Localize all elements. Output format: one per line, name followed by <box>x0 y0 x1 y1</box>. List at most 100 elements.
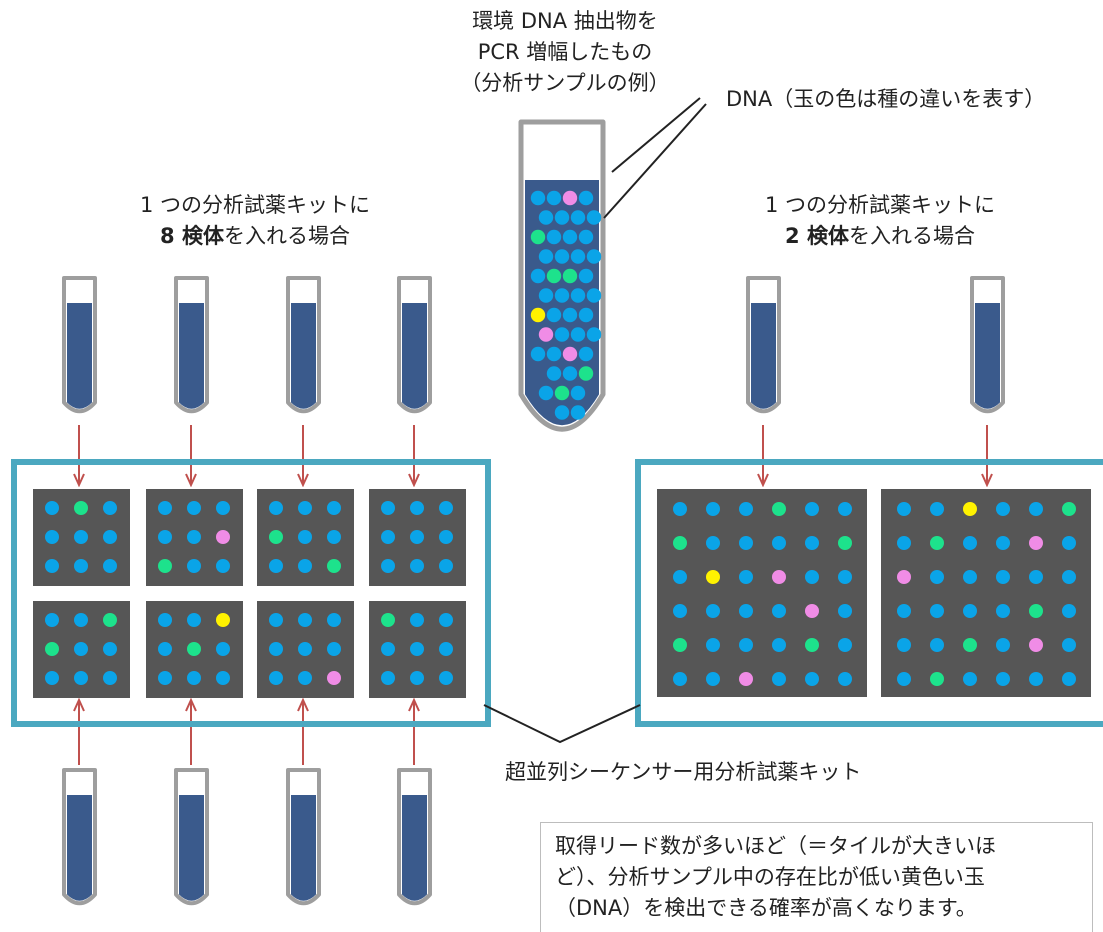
dna-dot <box>538 327 554 342</box>
dna-dot <box>772 638 786 652</box>
tile-left-2 <box>146 489 243 586</box>
tube-outline <box>746 276 781 414</box>
dna-dot <box>739 502 753 516</box>
dna-dot <box>897 638 911 652</box>
dna-dot <box>673 570 687 584</box>
note-line3: （DNA）を検出できる確率が高くなります。 <box>555 896 977 920</box>
dna-dot <box>772 502 786 516</box>
left-caption-line2: 8 検体を入れる場合 <box>95 221 415 252</box>
dna-dot <box>838 672 852 686</box>
dna-dot <box>578 268 594 284</box>
dna-dot <box>103 642 117 656</box>
left-caption-bold: 8 検体 <box>160 224 224 248</box>
dna-dot <box>554 288 570 303</box>
dna-dot <box>554 210 570 225</box>
dna-dot <box>739 604 753 618</box>
sample-tube-outline <box>518 119 606 432</box>
dna-dot <box>706 570 720 584</box>
tile-bg <box>881 489 1091 697</box>
dna-dot <box>930 502 944 516</box>
dna-dot <box>187 501 201 515</box>
dna-dot <box>1029 536 1043 550</box>
dna-dot <box>410 642 424 656</box>
tile-left-4 <box>369 489 466 586</box>
dna-dot <box>897 672 911 686</box>
dna-dot <box>439 501 453 515</box>
dna-dot <box>739 570 753 584</box>
dna-dot <box>187 613 201 627</box>
dna-dot <box>298 671 312 685</box>
note-line1: 取得リード数が多いほど（＝タイルが大きいほ <box>555 834 996 858</box>
dna-dot <box>562 190 578 206</box>
dna-dot <box>538 385 554 401</box>
dna-dot <box>578 366 594 381</box>
kit-label-connector <box>483 704 641 744</box>
dna-dot <box>269 559 283 573</box>
dna-dot <box>158 613 172 627</box>
tile-left-3 <box>257 489 354 586</box>
dna-dot <box>805 604 819 618</box>
dna-dot <box>538 249 554 264</box>
dna-dot <box>963 570 977 584</box>
dna-dot <box>269 613 283 627</box>
dna-dot <box>554 385 570 401</box>
dna-dot <box>996 672 1010 686</box>
dna-dot <box>578 307 594 323</box>
dna-dot <box>739 536 753 550</box>
dna-dot <box>772 604 786 618</box>
dna-dot <box>838 604 852 618</box>
dna-dot <box>930 672 944 686</box>
dna-dot <box>963 502 977 516</box>
dna-dot <box>45 559 59 573</box>
tile-right-1 <box>657 489 867 697</box>
dna-dot <box>439 642 453 656</box>
left-caption-line1: 1 つの分析試薬キットに <box>139 193 371 217</box>
tube-outline <box>286 768 321 906</box>
dna-dot <box>74 501 88 515</box>
dna-dot <box>103 613 117 627</box>
note-text: 取得リード数が多いほど（＝タイルが大きいほど）、分析サンプル中の存在比が低い黄色… <box>541 823 1092 924</box>
dna-dot <box>673 604 687 618</box>
dna-dot <box>570 210 586 225</box>
dna-dot <box>963 672 977 686</box>
dna-dot <box>103 530 117 544</box>
tube-liquid <box>402 303 427 409</box>
dna-dot <box>298 642 312 656</box>
dna-dot <box>838 638 852 652</box>
tile-right-2 <box>881 489 1091 697</box>
dna-dot <box>410 530 424 544</box>
dna-dot <box>1062 502 1076 516</box>
tile-bg <box>657 489 867 697</box>
dna-dot <box>158 530 172 544</box>
dna-dot <box>706 638 720 652</box>
dna-dot <box>1029 604 1043 618</box>
tube-bottom-left-4 <box>397 768 432 906</box>
dna-dot <box>706 502 720 516</box>
dna-dot <box>216 642 230 656</box>
dna-dot <box>439 559 453 573</box>
dna-dot <box>187 671 201 685</box>
dna-dot <box>158 501 172 515</box>
dna-label: DNA（玉の色は種の違いを表す） <box>726 87 1046 111</box>
dna-dot <box>1029 502 1043 516</box>
dna-dot <box>570 327 586 342</box>
sample-caption: 環境 DNA 抽出物を PCR 増幅したもの （分析サンプルの例） <box>440 6 690 99</box>
dna-dot <box>187 530 201 544</box>
dna-dot <box>381 613 395 627</box>
dna-dot <box>530 268 546 284</box>
tube-liquid <box>67 795 92 901</box>
dna-dot <box>439 613 453 627</box>
dna-dot <box>103 671 117 685</box>
dna-dot <box>586 249 602 264</box>
tube-liquid <box>402 795 427 901</box>
dna-dot <box>216 613 230 627</box>
dna-dot <box>381 642 395 656</box>
dna-dot <box>706 604 720 618</box>
dna-dot <box>930 638 944 652</box>
dna-dot <box>963 604 977 618</box>
dna-dot <box>805 570 819 584</box>
tube-liquid <box>291 795 316 901</box>
tube-top-right-2 <box>970 276 1005 414</box>
dna-dot <box>805 536 819 550</box>
dna-dot <box>570 385 586 401</box>
